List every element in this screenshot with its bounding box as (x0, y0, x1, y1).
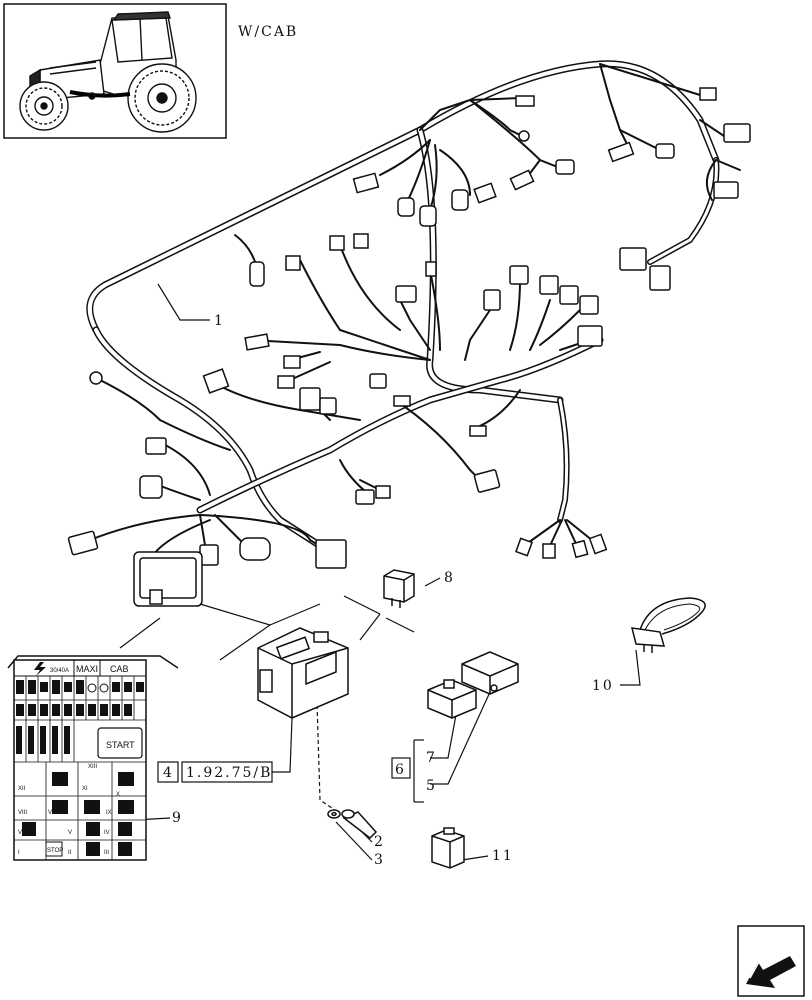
leader-lines (119, 283, 641, 861)
variant-label: W/CAB (238, 24, 298, 40)
fuse-symbol-icons (16, 680, 144, 856)
tractor-icon (19, 11, 197, 133)
fuse-row-label: IV (104, 830, 110, 836)
jumper-item-10 (631, 597, 706, 653)
callout-6: 6 (395, 762, 406, 778)
callout-3: 3 (374, 852, 385, 868)
callout-11: 11 (492, 848, 514, 864)
fuse-row-label: IX (106, 810, 112, 816)
relay-item-8 (383, 569, 415, 608)
relay-item-11 (431, 827, 465, 869)
reference-code: 1.92.75/B (186, 765, 272, 781)
next-page-button[interactable] (737, 925, 805, 997)
fuse-row-label: V (68, 830, 72, 836)
callout-2: 2 (374, 834, 385, 850)
fuse-panel: 30/40A MAXI CAB (7, 655, 179, 861)
harness-connectors (67, 87, 751, 607)
clip-item-5 (461, 651, 519, 695)
callout-8: 8 (444, 570, 455, 586)
fuse-row-label: VII (48, 810, 56, 816)
fuse-row-label: XIII (88, 764, 97, 770)
callout-5: 5 (426, 778, 437, 794)
arrow-down-left-icon (746, 956, 796, 988)
fuse-row-label: III (104, 850, 109, 856)
fuse-row-label: XII (18, 786, 26, 792)
tractor-thumbnail (3, 3, 227, 139)
clip-item-7 (427, 679, 477, 719)
stop-label: STOP (47, 848, 63, 854)
washer-item-3 (327, 809, 341, 819)
fuse-row-label: X (116, 792, 120, 798)
control-unit-box (257, 627, 349, 719)
fuse-rating: 30/40A (50, 668, 69, 674)
fuse-row-label: XI (82, 786, 88, 792)
maxi-label: MAXI (76, 664, 98, 674)
callout-10: 10 (592, 678, 614, 694)
fuse-row-label: VI (18, 830, 24, 836)
fuse-grid (14, 676, 146, 861)
screw-item-2 (341, 809, 378, 839)
reference-box: 4 1.92.75/B (157, 761, 273, 783)
start-relay-slot (97, 727, 143, 759)
callout-7: 7 (426, 750, 437, 766)
fuse-row-label: I (18, 850, 20, 856)
callout-4: 4 (163, 765, 174, 781)
lightning-icon (34, 662, 46, 676)
callout-9: 9 (172, 810, 183, 826)
main-wiring-harness (86, 60, 741, 561)
start-label: START (106, 740, 135, 750)
callout-1: 1 (214, 313, 225, 329)
fuse-row-label: II (68, 850, 72, 856)
fuse-row-label: VIII (18, 810, 27, 816)
cab-label: CAB (110, 664, 129, 674)
